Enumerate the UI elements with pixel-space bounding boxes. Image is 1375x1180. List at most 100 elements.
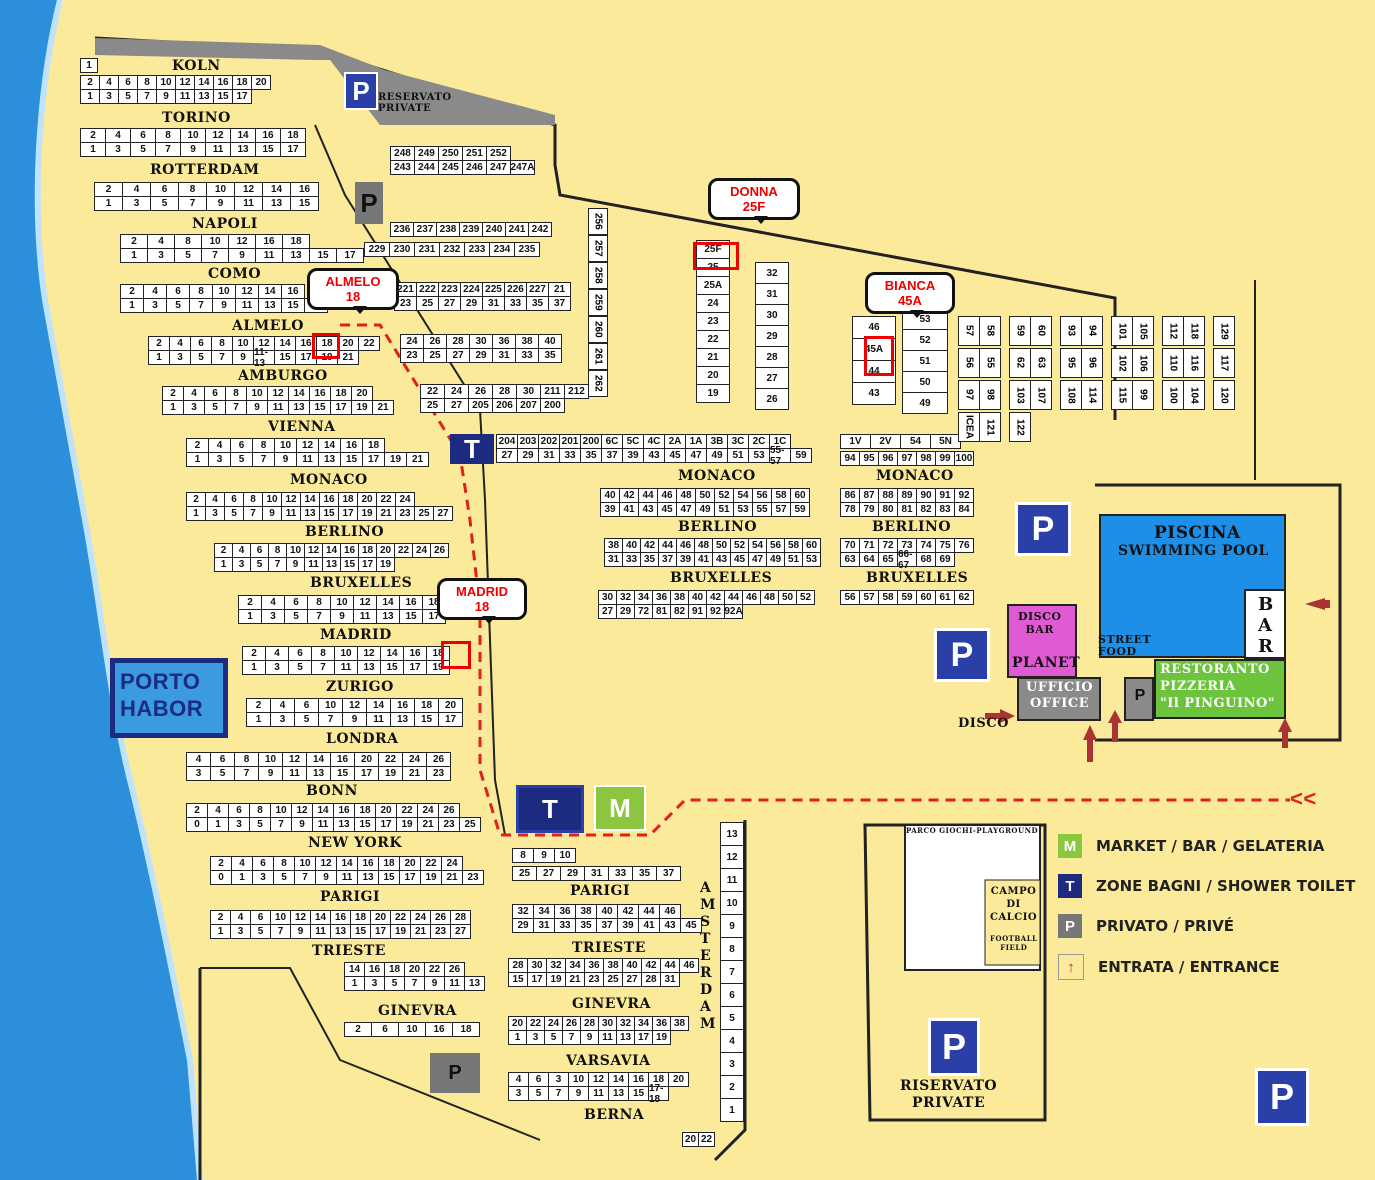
plot-cell[interactable]: 32 bbox=[546, 958, 566, 973]
plot-cell[interactable]: 8 bbox=[249, 803, 271, 818]
plot-cell[interactable]: 4 bbox=[230, 910, 251, 925]
plot-cell[interactable]: 3B bbox=[706, 434, 728, 449]
plot-cell[interactable]: 17 bbox=[438, 712, 463, 727]
plot-cell[interactable]: 250 bbox=[438, 146, 463, 161]
plot-cell[interactable]: 3 bbox=[232, 557, 251, 572]
plot-cell[interactable]: 4 bbox=[208, 438, 231, 453]
plot-cell[interactable]: 38 bbox=[515, 334, 539, 349]
plot-cell[interactable]: 3 bbox=[548, 1072, 569, 1087]
plot-cell[interactable]: 7 bbox=[720, 960, 744, 984]
plot-cell[interactable]: 23 bbox=[395, 506, 415, 521]
plot-cell[interactable]: 261 bbox=[588, 343, 608, 370]
plot-cell[interactable]: 48 bbox=[760, 590, 779, 605]
plot-cell[interactable]: 21 bbox=[337, 350, 359, 365]
plot-cell[interactable]: 60 bbox=[916, 590, 936, 605]
plot-cell[interactable]: 13 bbox=[318, 452, 341, 467]
plot-cell[interactable]: 26 bbox=[438, 803, 460, 818]
plot-cell[interactable]: 86 bbox=[840, 488, 860, 503]
plot-cell[interactable]: 3 bbox=[169, 350, 191, 365]
plot-cell[interactable]: 8 bbox=[178, 182, 207, 197]
plot-cell[interactable]: 6 bbox=[190, 336, 212, 351]
plot-cell[interactable]: 55-57 bbox=[769, 445, 791, 467]
plot-cell[interactable]: 8 bbox=[311, 646, 335, 661]
plot-cell[interactable]: 8 bbox=[137, 75, 157, 90]
plot-cell[interactable]: 83 bbox=[935, 502, 955, 517]
plot-cell[interactable]: 51 bbox=[784, 552, 803, 567]
plot-cell[interactable]: 122 bbox=[1009, 412, 1031, 442]
plot-cell[interactable]: 90 bbox=[916, 488, 936, 503]
plot-cell[interactable]: 23 bbox=[696, 312, 730, 331]
plot-cell[interactable]: 8 bbox=[211, 336, 233, 351]
plot-cell[interactable]: 24 bbox=[395, 492, 415, 507]
plot-cell[interactable]: 51 bbox=[714, 502, 734, 517]
plot-cell[interactable]: 62 bbox=[1009, 348, 1031, 378]
plot-cell[interactable]: 6 bbox=[250, 910, 271, 925]
plot-cell[interactable]: 17 bbox=[403, 660, 427, 675]
plot-cell[interactable]: 15 bbox=[340, 452, 363, 467]
plot-cell[interactable]: 9 bbox=[315, 870, 337, 885]
plot-cell[interactable]: 24 bbox=[412, 543, 431, 558]
plot-cell[interactable]: 33 bbox=[504, 296, 527, 311]
plot-cell[interactable]: 200 bbox=[580, 434, 602, 449]
plot-cell[interactable]: 5 bbox=[544, 1030, 563, 1045]
plot-cell[interactable]: 20 bbox=[337, 336, 359, 351]
plot-cell[interactable]: 6 bbox=[224, 492, 244, 507]
plot-cell[interactable]: 9 bbox=[156, 89, 176, 104]
plot-cell[interactable]: 25 bbox=[420, 398, 445, 413]
plot-cell[interactable]: 22 bbox=[394, 543, 413, 558]
plot-cell[interactable]: 3 bbox=[186, 766, 211, 781]
plot-cell[interactable]: 45 bbox=[664, 448, 686, 463]
plot-cell[interactable]: 5C bbox=[622, 434, 644, 449]
plot-cell[interactable]: 15 bbox=[309, 248, 337, 263]
plot-cell[interactable]: 15 bbox=[274, 350, 296, 365]
plot-cell[interactable]: 2 bbox=[238, 595, 262, 610]
plot-cell[interactable]: 13 bbox=[322, 557, 341, 572]
plot-cell[interactable]: 39 bbox=[622, 448, 644, 463]
plot-cell[interactable]: 257 bbox=[588, 235, 608, 262]
plot-cell[interactable]: 32 bbox=[616, 1016, 635, 1031]
plot-cell[interactable]: 9 bbox=[330, 609, 354, 624]
plot-cell[interactable]: 3 bbox=[143, 298, 167, 313]
plot-cell[interactable]: 24 bbox=[441, 856, 463, 871]
plot-cell[interactable]: 18 bbox=[414, 698, 439, 713]
plot-cell[interactable]: 21 bbox=[376, 506, 396, 521]
plot-cell[interactable]: 7 bbox=[562, 1030, 581, 1045]
plot-cell[interactable]: 15 bbox=[628, 1086, 649, 1101]
plot-cell[interactable]: 18 bbox=[330, 386, 352, 401]
plot-cell[interactable]: 81 bbox=[897, 502, 917, 517]
plot-cell[interactable]: 71 bbox=[859, 538, 879, 553]
plot-cell[interactable]: 14 bbox=[194, 75, 214, 90]
plot-cell[interactable]: 20 bbox=[375, 803, 397, 818]
plot-cell[interactable]: 19 bbox=[357, 506, 377, 521]
plot-cell[interactable]: 14 bbox=[318, 438, 341, 453]
plot-cell[interactable]: 9 bbox=[580, 1030, 599, 1045]
plot-cell[interactable]: 11 bbox=[588, 1086, 609, 1101]
plot-cell[interactable]: 23 bbox=[426, 766, 451, 781]
plot-cell[interactable]: 49 bbox=[766, 552, 785, 567]
plot-cell[interactable]: 11 bbox=[720, 868, 744, 892]
plot-cell[interactable]: 2 bbox=[210, 856, 232, 871]
plot-cell[interactable]: 129 bbox=[1213, 316, 1235, 346]
plot-cell[interactable]: 13 bbox=[357, 870, 379, 885]
plot-cell[interactable]: 27 bbox=[438, 296, 461, 311]
plot-cell[interactable]: 27 bbox=[444, 398, 469, 413]
plot-cell[interactable]: 57 bbox=[859, 590, 879, 605]
plot-cell[interactable]: 59 bbox=[790, 502, 810, 517]
plot-cell[interactable]: 20 bbox=[508, 1016, 527, 1031]
plot-cell[interactable]: 26 bbox=[430, 910, 451, 925]
plot-cell[interactable]: 20 bbox=[376, 543, 395, 558]
plot-cell[interactable]: 105 bbox=[1132, 316, 1154, 346]
plot-cell[interactable]: 11 bbox=[598, 1030, 617, 1045]
plot-cell[interactable]: 7 bbox=[404, 976, 425, 991]
plot-cell[interactable]: 87 bbox=[859, 488, 879, 503]
plot-cell[interactable]: 92 bbox=[954, 488, 974, 503]
plot-cell[interactable]: 234 bbox=[489, 242, 515, 257]
plot-cell[interactable]: 36 bbox=[554, 904, 576, 919]
plot-cell[interactable]: 16 bbox=[340, 438, 363, 453]
plot-cell[interactable]: 4 bbox=[122, 182, 151, 197]
plot-cell[interactable]: 1 bbox=[148, 350, 170, 365]
plot-cell[interactable]: 54 bbox=[900, 434, 931, 449]
plot-cell[interactable]: 5 bbox=[249, 817, 271, 832]
plot-cell[interactable]: 26 bbox=[468, 384, 493, 399]
plot-cell[interactable]: 8 bbox=[512, 848, 534, 863]
